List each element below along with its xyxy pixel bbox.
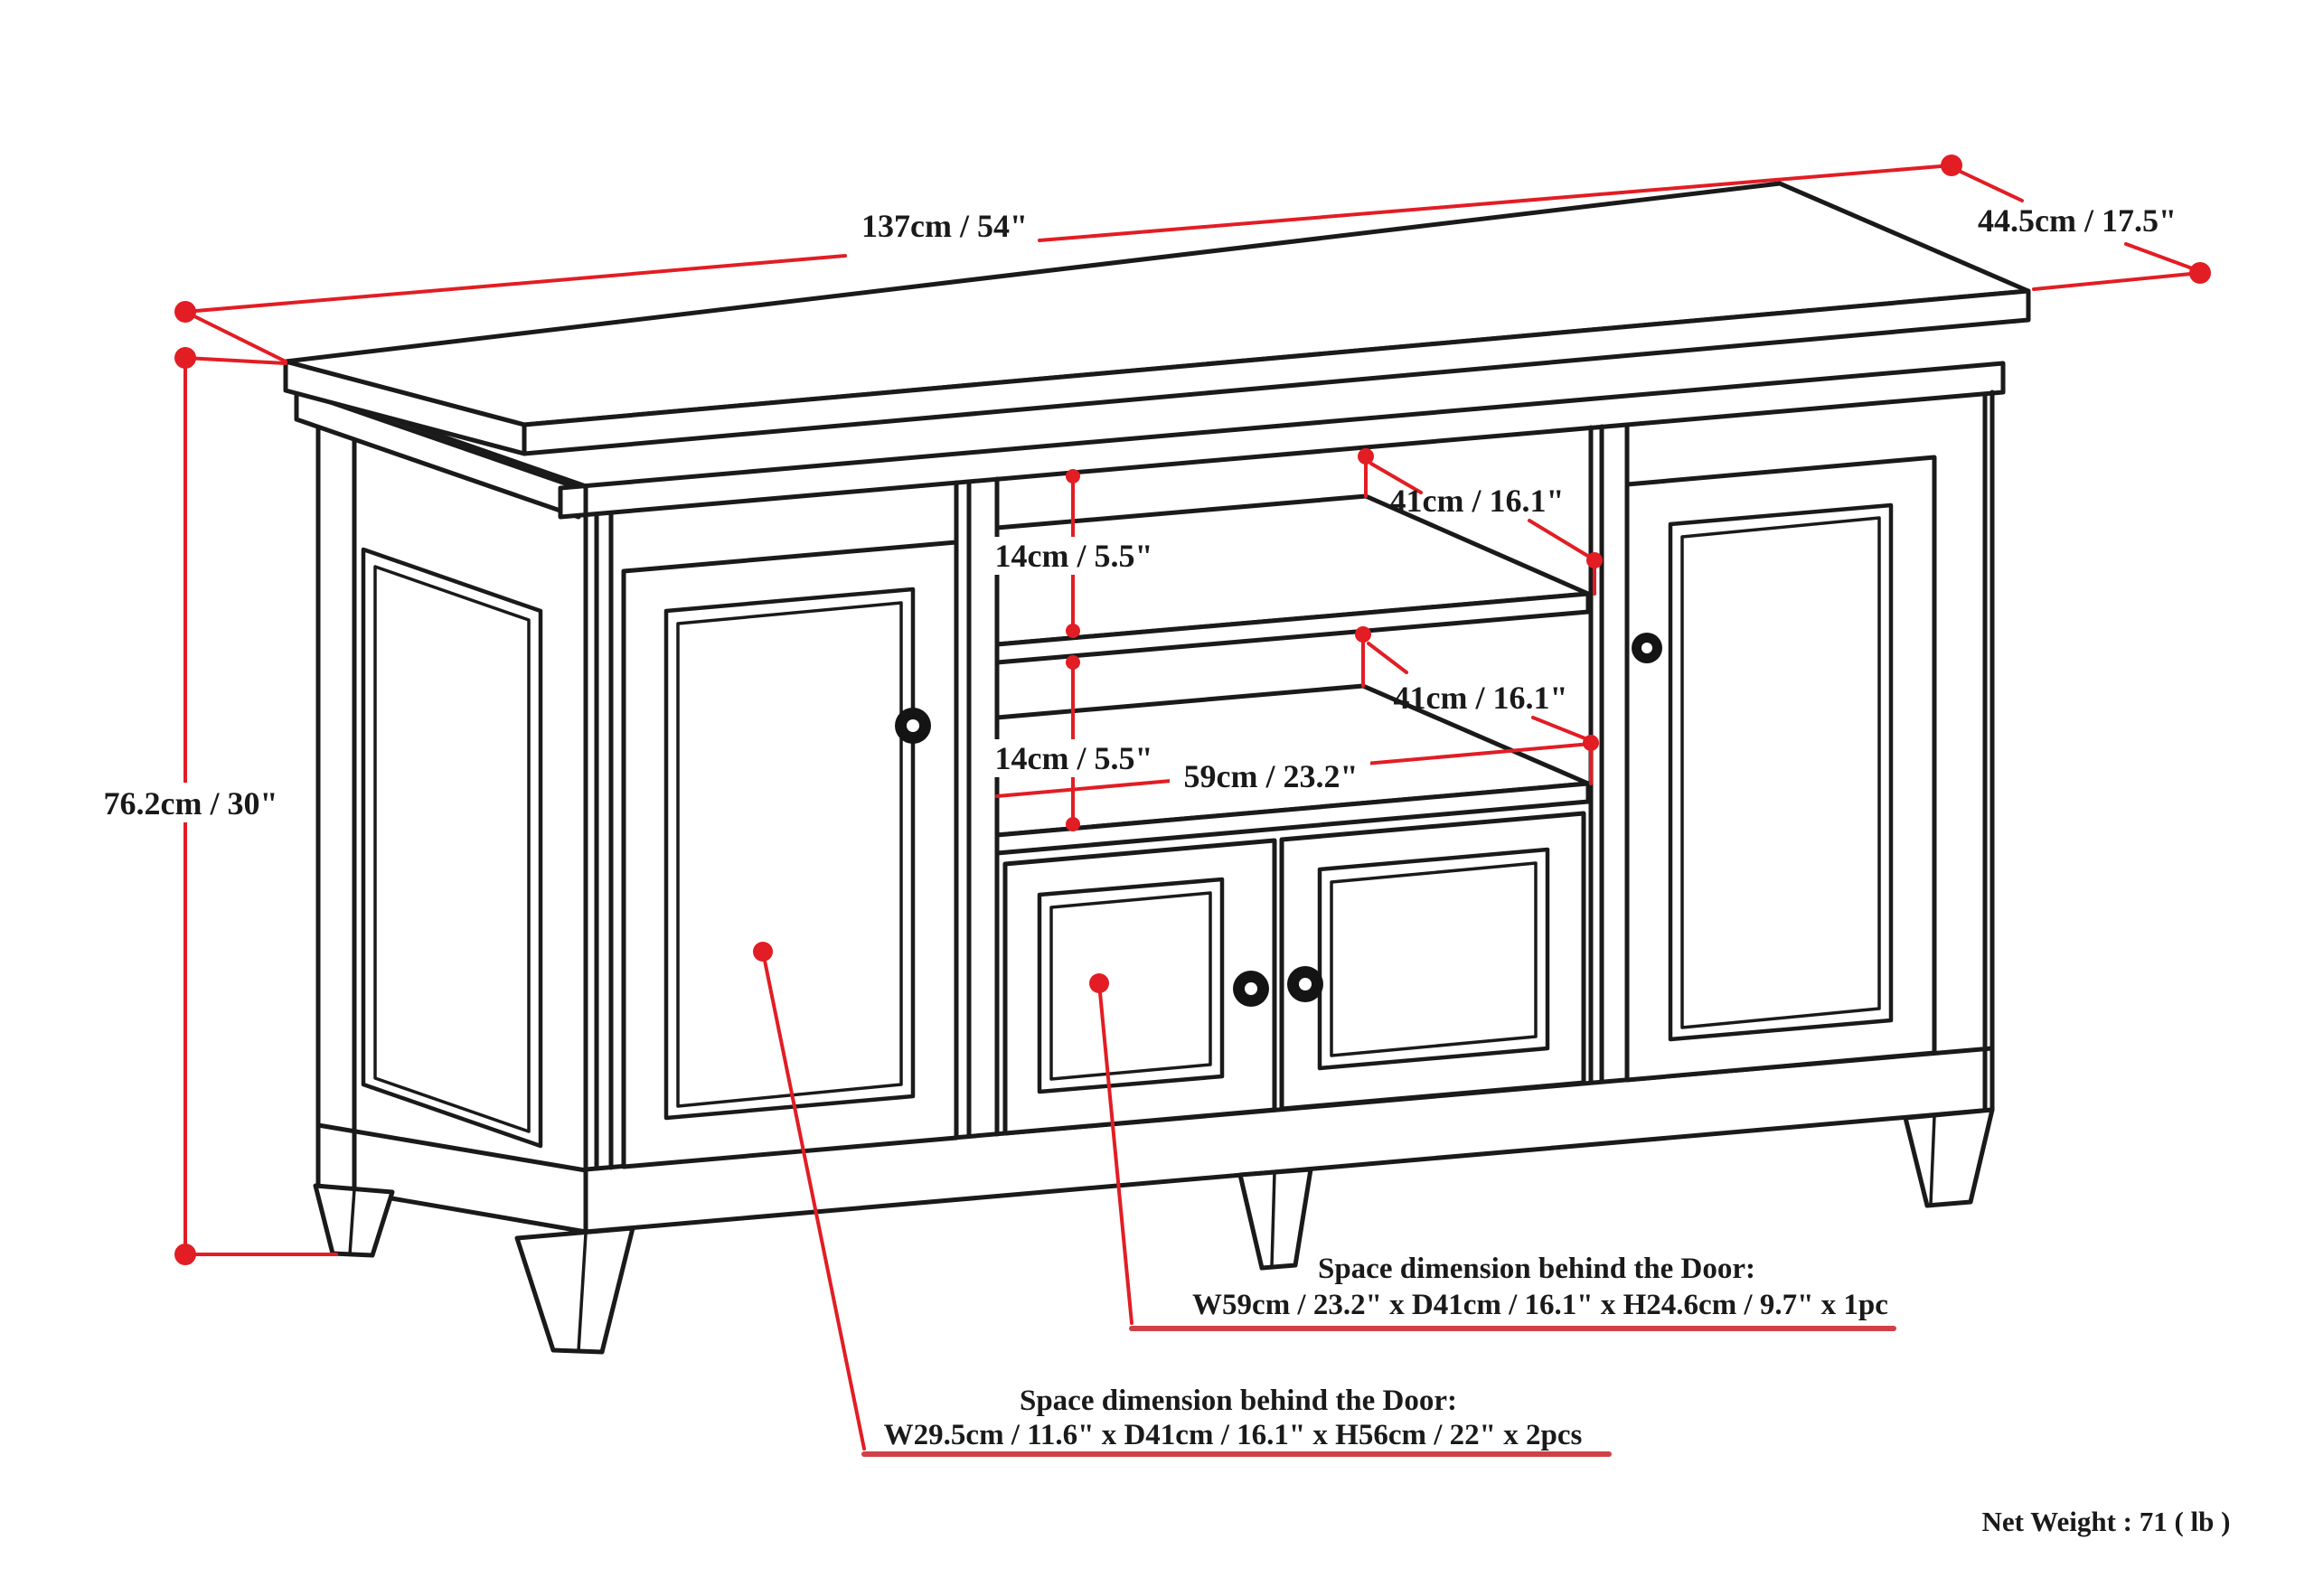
- dim-height-label: 76.2cm / 30": [104, 785, 278, 821]
- dim-clearance-lower: 14cm / 5.5": [991, 655, 1157, 831]
- dim-depth-leader-a: [1955, 168, 2024, 202]
- center-left-door-panel: [1037, 877, 1225, 1094]
- side-panel: [361, 547, 543, 1149]
- cabinet-drawing: [283, 181, 2031, 1355]
- dim-height-label-bg: [74, 783, 307, 822]
- left-door-panel: [663, 587, 916, 1121]
- dim-sdl-leader-b: [1531, 716, 1589, 741]
- front-right-leg-edge: [1929, 1115, 1936, 1205]
- left-door: [621, 540, 959, 1169]
- dim-sdl-leader-a: [1367, 642, 1408, 674]
- net-weight-label: Net Weight : 71 ( lb ): [1982, 1506, 2231, 1537]
- center-leg: [1237, 1167, 1313, 1271]
- back-left-leg-edge: [348, 1188, 356, 1255]
- dim-height-tick-top: [183, 356, 287, 365]
- side-skirt-line: [315, 1122, 588, 1173]
- annotation-side-leader: [761, 950, 866, 1450]
- right-door-knob-hole: [1641, 643, 1652, 653]
- dim-bay-width: 59cm / 23.2": [995, 742, 1593, 798]
- annotation-center-title: Space dimension behind the Door:: [1318, 1253, 1755, 1285]
- dim-clearance-upper-dot-top: [1066, 469, 1080, 483]
- right-door: [1624, 455, 1937, 1083]
- dim-bay-width-bg: [1170, 757, 1370, 795]
- lower-shelf-band: [994, 781, 1591, 856]
- front-left-leg-edge: [577, 1233, 588, 1352]
- dim-sdu-leader-b: [1528, 519, 1591, 559]
- dim-width-label: 137cm / 54": [861, 208, 1028, 244]
- cabinet-left-side: [315, 390, 588, 1235]
- dim-clearance-upper-dot-bottom: [1066, 624, 1080, 638]
- center-left-knob-hole: [1245, 982, 1257, 995]
- right-door-panel: [1668, 502, 1894, 1042]
- dim-width-line-a: [183, 254, 847, 314]
- annotation-side-title: Space dimension behind the Door:: [1020, 1385, 1457, 1417]
- dim-sdu-leader-a: [1369, 462, 1423, 494]
- right-door-outline: [1624, 455, 1937, 1083]
- front-right-leg: [1903, 1107, 1995, 1208]
- side-panel-bevel: [373, 565, 531, 1133]
- dimension-annotations: 137cm / 54" 44.5cm / 17.5" 76.2cm / 30": [74, 155, 2230, 1537]
- dim-sdl-label: 41cm / 16.1": [1394, 680, 1568, 716]
- center-right-door-panel: [1317, 847, 1550, 1071]
- dim-width-line-b: [1038, 164, 1953, 242]
- upper-shelf-band: [994, 591, 1591, 665]
- annotation-side-dims: W29.5cm / 11.6" x D41cm / 16.1" x H56cm …: [884, 1419, 1583, 1451]
- dim-clearance-lower-dot-top: [1066, 655, 1080, 670]
- dim-sdu-label: 41cm / 16.1": [1390, 483, 1565, 519]
- dim-clearance-lower-dot-bottom: [1066, 817, 1080, 831]
- dim-clearance-upper-bg: [991, 537, 1157, 575]
- center-right-knob-hole: [1299, 978, 1312, 990]
- dim-width-leader: [183, 310, 287, 363]
- cabinet-top: [283, 181, 2031, 456]
- left-door-knob-hole: [907, 719, 919, 732]
- dim-clearance-upper-label: 14cm / 5.5": [995, 538, 1153, 574]
- dim-clearance-lower-bg: [991, 739, 1157, 777]
- center-leg-edge: [1270, 1171, 1276, 1267]
- dim-depth: 44.5cm / 17.5": [1955, 168, 2211, 291]
- dim-shelf-depth-upper: 41cm / 16.1": [1358, 448, 1603, 596]
- dim-depth-label: 44.5cm / 17.5": [1978, 202, 2177, 239]
- dim-shelf-depth-lower: 41cm / 16.1": [1355, 626, 1599, 785]
- annotation-center-dims: W59cm / 23.2" x D41cm / 16.1" x H24.6cm …: [1192, 1289, 1888, 1321]
- back-left-leg: [313, 1183, 395, 1258]
- center-shelves: [994, 493, 1591, 856]
- center-right-door-bevel: [1330, 861, 1538, 1057]
- center-left-door-bevel: [1049, 891, 1212, 1081]
- legs: [313, 1107, 1995, 1355]
- top-left-band: [283, 359, 527, 456]
- dim-height: 76.2cm / 30": [74, 347, 338, 1265]
- center-left-door-outline: [1002, 838, 1277, 1136]
- crown-molding-front: [558, 361, 2006, 520]
- center-doors: [1002, 811, 1586, 1136]
- center-right-door-outline: [1279, 811, 1586, 1112]
- dim-depth-leader-c: [2032, 271, 2202, 291]
- front-left-leg: [514, 1225, 635, 1355]
- right-door-panel-bevel: [1680, 516, 1881, 1029]
- dim-clearance-lower-label: 14cm / 5.5": [995, 740, 1153, 776]
- left-door-panel-bevel: [676, 601, 903, 1108]
- dim-width: 137cm / 54": [174, 155, 1962, 363]
- annotation-center-door: Space dimension behind the Door: W59cm /…: [1089, 973, 1896, 1331]
- dim-clearance-upper: 14cm / 5.5": [991, 469, 1157, 638]
- left-door-outline: [621, 540, 959, 1169]
- dim-depth-leader-b: [2124, 242, 2196, 271]
- annotation-center-leader: [1097, 981, 1133, 1325]
- annotation-side-door: Space dimension behind the Door: W29.5cm…: [753, 942, 1612, 1457]
- dim-bay-width-label: 59cm / 23.2": [1184, 758, 1359, 794]
